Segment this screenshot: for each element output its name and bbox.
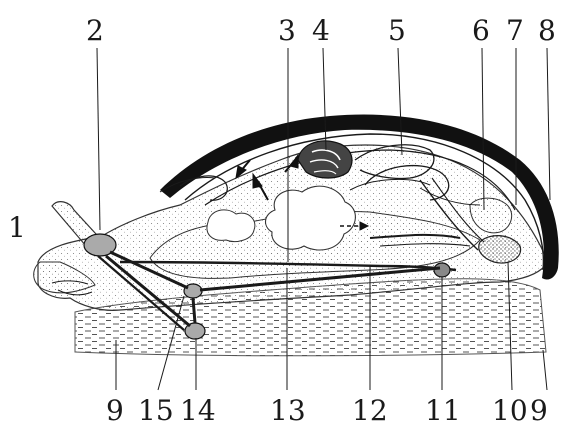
heart bbox=[298, 141, 352, 178]
visceral-ganglion bbox=[434, 263, 450, 277]
label-8: 8 bbox=[538, 14, 556, 47]
salivary-gland bbox=[207, 210, 255, 242]
label-7: 7 bbox=[506, 14, 524, 47]
label-9-left: 9 bbox=[106, 394, 124, 427]
label-6: 6 bbox=[472, 14, 490, 47]
label-3: 3 bbox=[278, 14, 296, 47]
label-15: 15 bbox=[138, 394, 174, 427]
label-10: 10 bbox=[492, 394, 528, 427]
label-12: 12 bbox=[352, 394, 388, 427]
label-13: 13 bbox=[270, 394, 306, 427]
label-14: 14 bbox=[180, 394, 216, 427]
label-11: 11 bbox=[425, 394, 461, 427]
label-2: 2 bbox=[86, 14, 104, 47]
label-5: 5 bbox=[388, 14, 406, 47]
label-4: 4 bbox=[312, 14, 330, 47]
label-9-right: 9 bbox=[530, 394, 548, 427]
label-1: 1 bbox=[8, 211, 26, 244]
